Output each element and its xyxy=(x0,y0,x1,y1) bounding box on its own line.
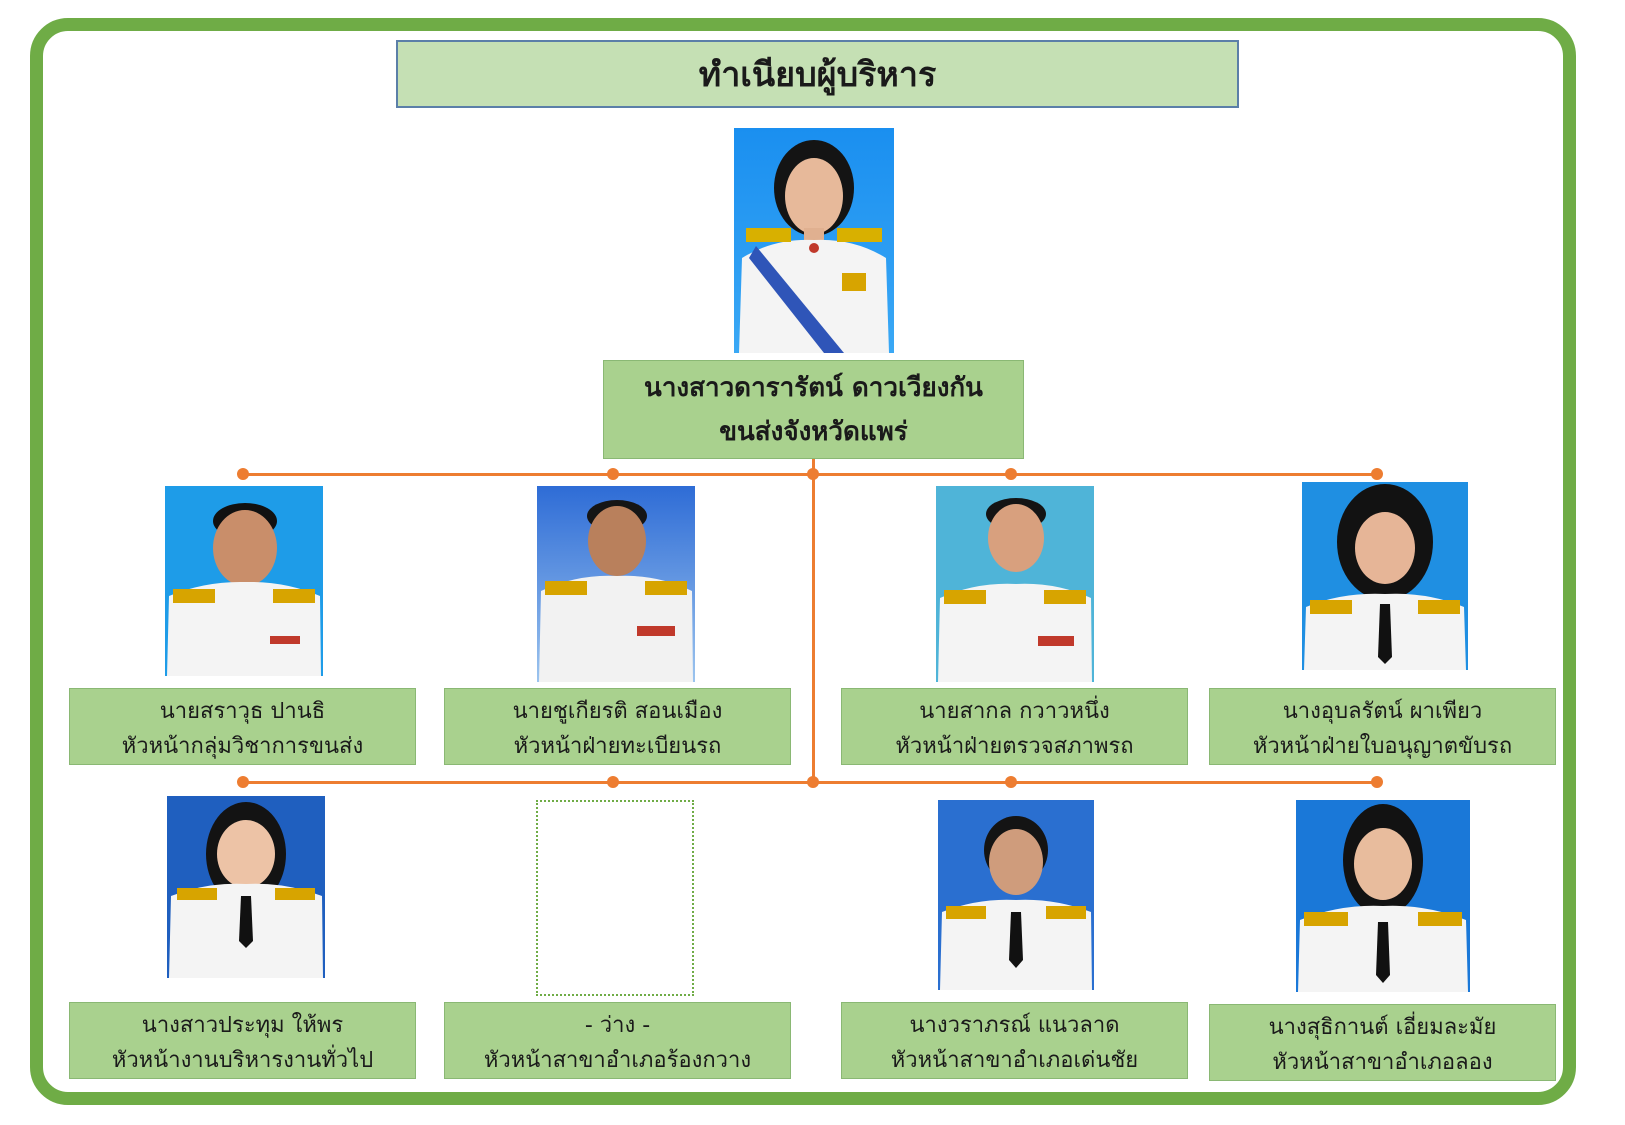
row2-position-1: หัวหน้างานบริหารงานทั่วไป xyxy=(111,1048,374,1073)
row2-node-center xyxy=(807,776,819,788)
vacant-photo-placeholder xyxy=(536,800,694,996)
row2-position-4: หัวหน้าสาขาอำเภอลอง xyxy=(1272,1050,1493,1075)
row1-name-2: นายชูเกียรติ สอนเมือง xyxy=(512,699,723,724)
row1-position-3: หัวหน้าฝ่ายตรวจสภาพรถ xyxy=(895,734,1134,759)
row1-card-3: นายสากล กวาวหนึ่ง หัวหน้าฝ่ายตรวจสภาพรถ xyxy=(841,688,1188,765)
row1-name-1: นายสราวุธ ปานธิ xyxy=(159,699,326,724)
row2-node-4 xyxy=(1371,776,1383,788)
row1-node-center xyxy=(807,468,819,480)
row1-position-4: หัวหน้าฝ่ายใบอนุญาตขับรถ xyxy=(1252,734,1513,759)
row2-node-3 xyxy=(1005,776,1017,788)
director-position: ขนส่งจังหวัดแพร่ xyxy=(719,417,908,448)
row1-name-3: นายสากล กวาวหนึ่ง xyxy=(919,699,1110,724)
page-title: ทำเนียบผู้บริหาร xyxy=(396,40,1239,108)
director-name: นางสาวดารารัตน์ ดาวเวียงกัน xyxy=(644,372,983,403)
row1-photo-4 xyxy=(1302,482,1468,670)
row2-card-2: - ว่าง - หัวหน้าสาขาอำเภอร้องกวาง xyxy=(444,1002,791,1079)
row1-card-1: นายสราวุธ ปานธิ หัวหน้ากลุ่มวิชาการขนส่ง xyxy=(69,688,416,765)
row1-photo-3 xyxy=(936,486,1094,682)
row2-node-2 xyxy=(607,776,619,788)
row1-position-1: หัวหน้ากลุ่มวิชาการขนส่ง xyxy=(121,734,364,759)
row2-photo-1 xyxy=(167,796,325,978)
row1-node-3 xyxy=(1005,468,1017,480)
row2-card-4: นางสุธิกานต์ เอี่ยมละมัย หัวหน้าสาขาอำเภ… xyxy=(1209,1004,1556,1081)
row2-photo-4 xyxy=(1296,800,1470,992)
director-photo xyxy=(734,128,894,353)
row2-name-2: - ว่าง - xyxy=(584,1013,651,1038)
row1-node-4 xyxy=(1371,468,1383,480)
row1-position-2: หัวหน้าฝ่ายทะเบียนรถ xyxy=(513,734,722,759)
row1-node-1 xyxy=(237,468,249,480)
row2-card-3: นางวราภรณ์ แนวลาด หัวหน้าสาขาอำเภอเด่นชั… xyxy=(841,1002,1188,1079)
page-title-text: ทำเนียบผู้บริหาร xyxy=(698,55,937,95)
row1-name-4: นางอุบลรัตน์ ผาเพียว xyxy=(1282,699,1483,724)
vertical-connector xyxy=(812,459,815,781)
row2-name-3: นางวราภรณ์ แนวลาด xyxy=(909,1013,1120,1038)
row2-photo-3 xyxy=(938,800,1094,990)
row1-photo-1 xyxy=(165,486,323,676)
row2-position-3: หัวหน้าสาขาอำเภอเด่นชัย xyxy=(890,1048,1139,1073)
row2-name-1: นางสาวประทุม ให้พร xyxy=(141,1013,344,1038)
director-name-box: นางสาวดารารัตน์ ดาวเวียงกัน ขนส่งจังหวัด… xyxy=(603,360,1024,459)
row1-card-4: นางอุบลรัตน์ ผาเพียว หัวหน้าฝ่ายใบอนุญาต… xyxy=(1209,688,1556,765)
row1-card-2: นายชูเกียรติ สอนเมือง หัวหน้าฝ่ายทะเบียน… xyxy=(444,688,791,765)
row1-node-2 xyxy=(607,468,619,480)
row1-photo-2 xyxy=(537,486,695,682)
row2-name-4: นางสุธิกานต์ เอี่ยมละมัย xyxy=(1268,1015,1497,1040)
row2-position-2: หัวหน้าสาขาอำเภอร้องกวาง xyxy=(483,1048,752,1073)
row2-node-1 xyxy=(237,776,249,788)
row2-card-1: นางสาวประทุม ให้พร หัวหน้างานบริหารงานทั… xyxy=(69,1002,416,1079)
